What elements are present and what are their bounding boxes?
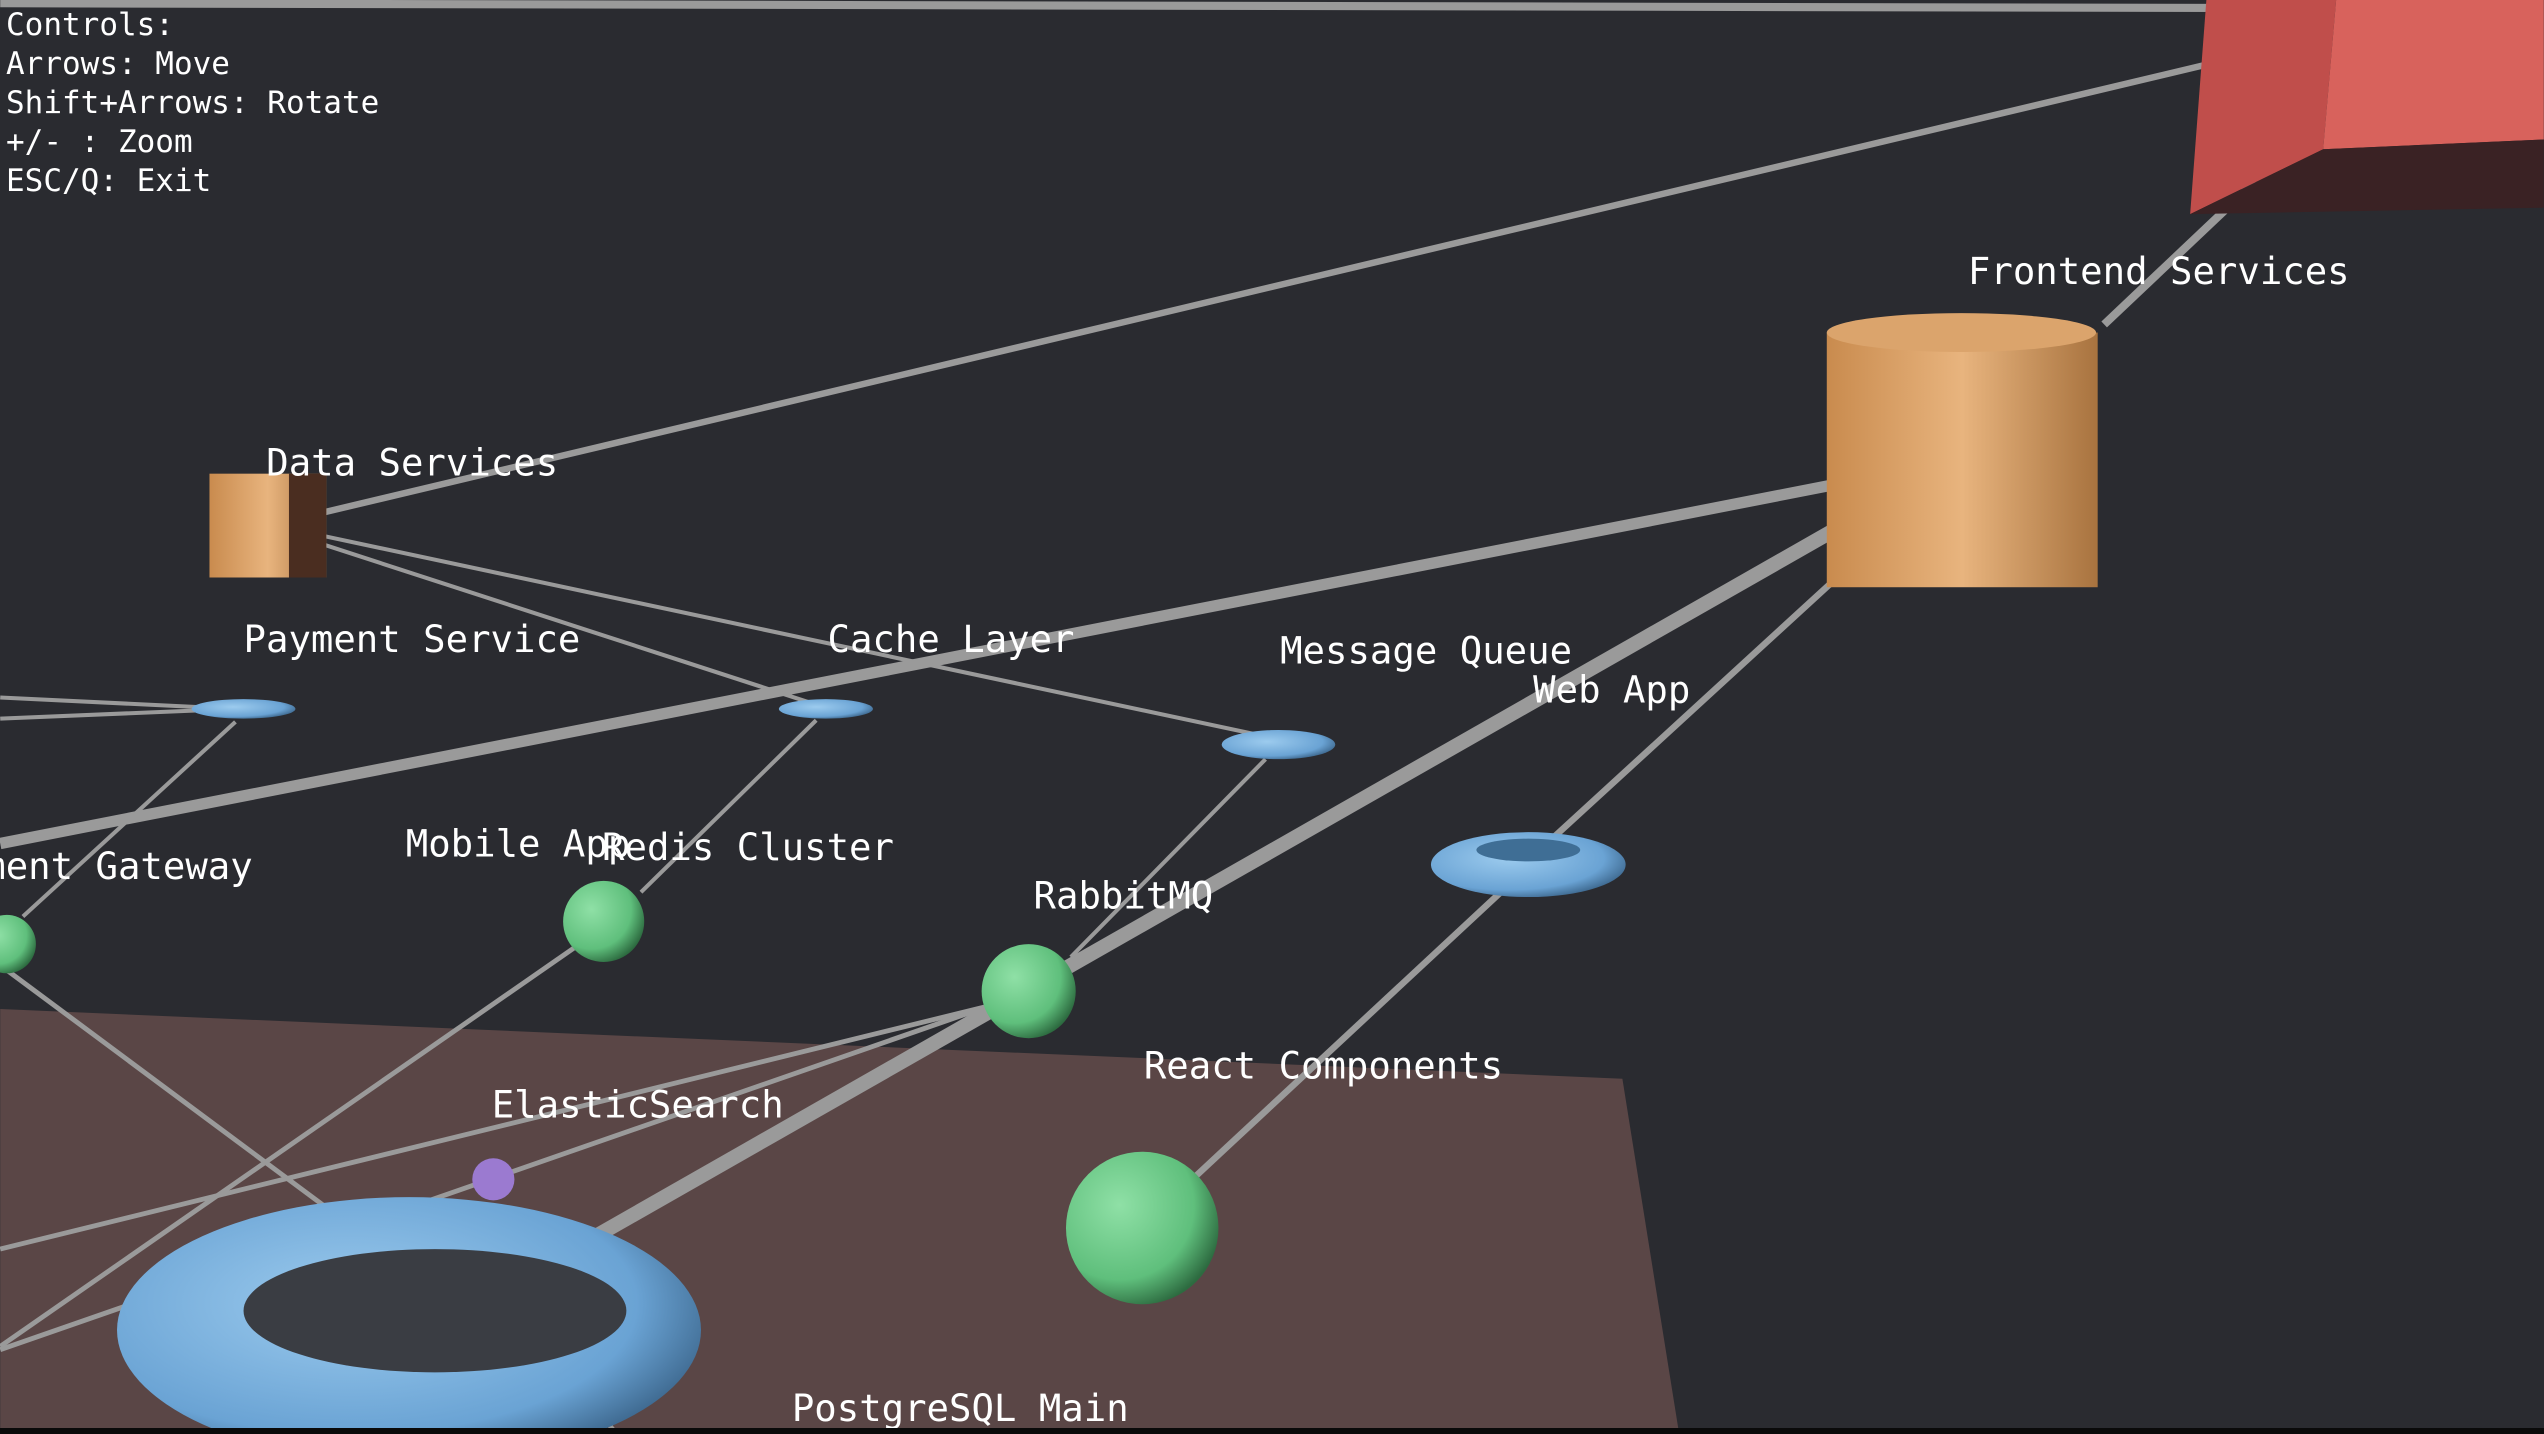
label-rabbitmq: RabbitMQ [1034,873,1214,917]
payment-gateway-sphere[interactable] [0,914,36,974]
data-services-cylinder[interactable] [209,473,327,578]
control-line: +/- : Zoom [6,124,193,160]
rabbitmq-sphere[interactable] [981,944,1076,1039]
web-app-cylinder[interactable] [1826,313,2098,588]
edge [0,963,356,1230]
edge [1193,889,1503,1179]
elasticsearch-sphere[interactable] [472,1158,515,1201]
bottom-bar [0,1428,2544,1434]
edge [1535,581,1833,855]
label-mobile-app: Mobile App [406,822,631,866]
label-payment-service: Payment Service [244,617,581,661]
edge [0,469,1884,850]
cache-layer-torus[interactable] [778,699,873,719]
control-line: Shift+Arrows: Rotate [6,85,380,121]
label-web-app: Web App [1533,667,1690,711]
edge [0,938,586,1349]
control-line: ESC/Q: Exit [6,163,212,199]
rabbitmq-torus[interactable] [1430,832,1626,898]
edge [639,718,818,894]
edge [304,530,1275,741]
label-payment-gateway: Payment Gateway [0,844,253,888]
label-elasticsearch: ElasticSearch [492,1083,784,1127]
payment-service-torus[interactable] [191,699,296,719]
redis-cluster-sphere[interactable] [563,880,645,962]
edge [294,56,2227,523]
edge [421,483,1909,1340]
label-postgresql-main: PostgreSQL Main [792,1386,1129,1430]
label-cache-layer: Cache Layer [828,617,1075,661]
edge [1069,757,1267,959]
controls-heading: Controls: [6,7,174,43]
edge [0,0,2296,13]
edge [304,536,821,708]
label-react-components: React Components [1144,1044,1503,1088]
edge [0,1003,991,1252]
control-line: Arrows: Move [6,46,230,82]
edge [21,720,237,919]
postgresql-main-torus[interactable] [117,1197,701,1434]
label-message-queue: Message Queue [1280,628,1572,672]
label-redis-cluster: Redis Cluster [602,825,894,869]
label-data-services: Data Services [266,440,558,484]
label-frontend-services: Frontend Services [1968,249,2350,293]
message-queue-torus[interactable] [1221,729,1336,760]
frontend-services-cube[interactable] [2190,0,2544,215]
react-components-sphere[interactable] [1065,1151,1219,1305]
